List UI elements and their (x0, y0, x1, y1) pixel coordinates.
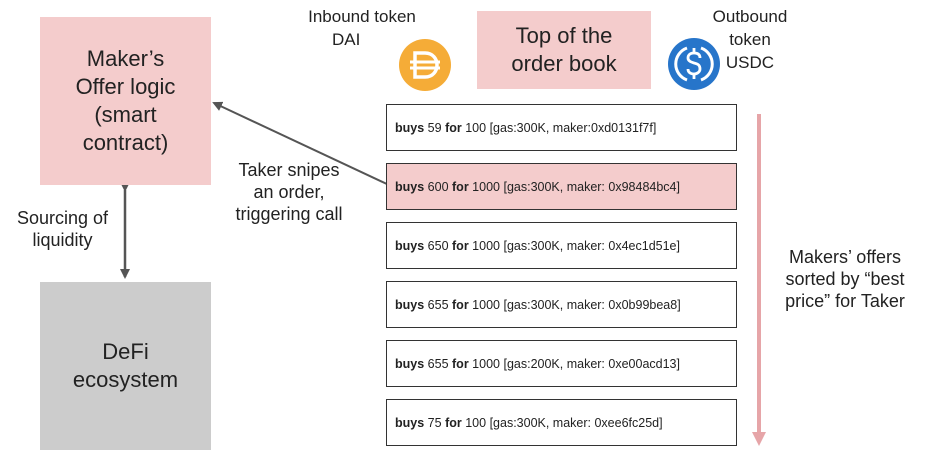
order-info: [gas:200K, maker: 0xe00acd13] (503, 356, 680, 371)
order-amount: 1000 (472, 238, 500, 253)
order-buy-amount: 600 (427, 179, 449, 194)
outbound-label: Outbound token USDC (692, 5, 808, 74)
order-info: [gas:300K, maker: 0x98484bc4] (503, 179, 680, 194)
inbound-label-line: Inbound token (308, 7, 416, 26)
order-amount: 100 (465, 120, 487, 135)
dai-coin-icon (399, 39, 451, 91)
maker-box-line: Offer logic (75, 74, 176, 99)
top-box-line: Top of the (515, 23, 613, 48)
defi-box-line: DeFi (102, 339, 149, 364)
order-row[interactable]: buys 59 for 100 [gas:300K, maker:0xd0131… (386, 104, 737, 151)
top-of-order-book-box: Top of the order book (477, 11, 651, 89)
top-box-line: order book (511, 51, 617, 76)
order-for-word: for (452, 238, 469, 253)
taker-label-line: triggering call (235, 204, 343, 224)
sourcing-label: Sourcing of liquidity (0, 207, 125, 251)
order-for-word: for (452, 297, 469, 312)
order-buys-word: buys (395, 120, 425, 135)
outbound-label-line: USDC (725, 53, 775, 72)
order-buy-amount: 655 (427, 356, 449, 371)
order-amount: 1000 (472, 356, 500, 371)
order-row[interactable]: buys 655 for 1000 [gas:200K, maker: 0xe0… (386, 340, 737, 387)
order-row[interactable]: buys 650 for 1000 [gas:300K, maker: 0x4e… (386, 222, 737, 269)
sorted-label-line: sorted by “best (785, 269, 905, 289)
order-info: [gas:300K, maker: 0xee6fc25d] (489, 415, 663, 430)
taker-label-line: Taker snipes (238, 160, 340, 180)
sorted-label-line: price” for Taker (785, 291, 905, 311)
order-row[interactable]: buys 655 for 1000 [gas:300K, maker: 0x0b… (386, 281, 737, 328)
order-buy-amount: 59 (427, 120, 442, 135)
maker-box-line: Maker’s (86, 46, 165, 71)
order-buys-word: buys (395, 415, 425, 430)
order-info: [gas:300K, maker: 0x4ec1d51e] (503, 238, 680, 253)
order-amount: 1000 (472, 297, 500, 312)
order-row[interactable]: buys 75 for 100 [gas:300K, maker: 0xee6f… (386, 399, 737, 446)
defi-ecosystem-box: DeFi ecosystem (40, 282, 211, 450)
order-for-word: for (445, 120, 462, 135)
order-buy-amount: 655 (427, 297, 449, 312)
defi-box-line: ecosystem (72, 367, 179, 392)
order-amount: 100 (465, 415, 487, 430)
order-for-word: for (452, 179, 469, 194)
order-info: [gas:300K, maker:0xd0131f7f] (489, 120, 657, 135)
usdc-coin-icon (668, 38, 720, 90)
order-for-word: for (452, 356, 469, 371)
order-amount: 1000 (472, 179, 500, 194)
maker-box-line: (smart (94, 102, 157, 127)
sourcing-label-line: liquidity (32, 230, 93, 250)
maker-box-line: contract) (82, 130, 169, 155)
inbound-label-line: DAI (332, 30, 361, 49)
outbound-label-line: token (729, 30, 771, 49)
order-buys-word: buys (395, 297, 425, 312)
order-buys-word: buys (395, 356, 425, 371)
order-info: [gas:300K, maker: 0x0b99bea8] (503, 297, 681, 312)
order-buys-word: buys (395, 238, 425, 253)
order-buy-amount: 75 (427, 415, 442, 430)
taker-label: Taker snipes an order, triggering call (214, 159, 364, 225)
outbound-label-line: Outbound (712, 7, 788, 26)
order-buys-word: buys (395, 179, 425, 194)
order-for-word: for (445, 415, 462, 430)
order-buy-amount: 650 (427, 238, 449, 253)
taker-label-line: an order, (253, 182, 325, 202)
order-row-sniped[interactable]: buys 600 for 1000 [gas:300K, maker: 0x98… (386, 163, 737, 210)
sourcing-label-line: Sourcing of (16, 208, 109, 228)
maker-offer-logic-box: Maker’s Offer logic (smart contract) (40, 17, 211, 185)
snipe-arrow (212, 101, 390, 186)
inbound-label: Inbound token DAI (296, 5, 428, 51)
sorted-label-line: Makers’ offers (788, 247, 902, 267)
sorted-label: Makers’ offers sorted by “best price” fo… (770, 246, 920, 312)
